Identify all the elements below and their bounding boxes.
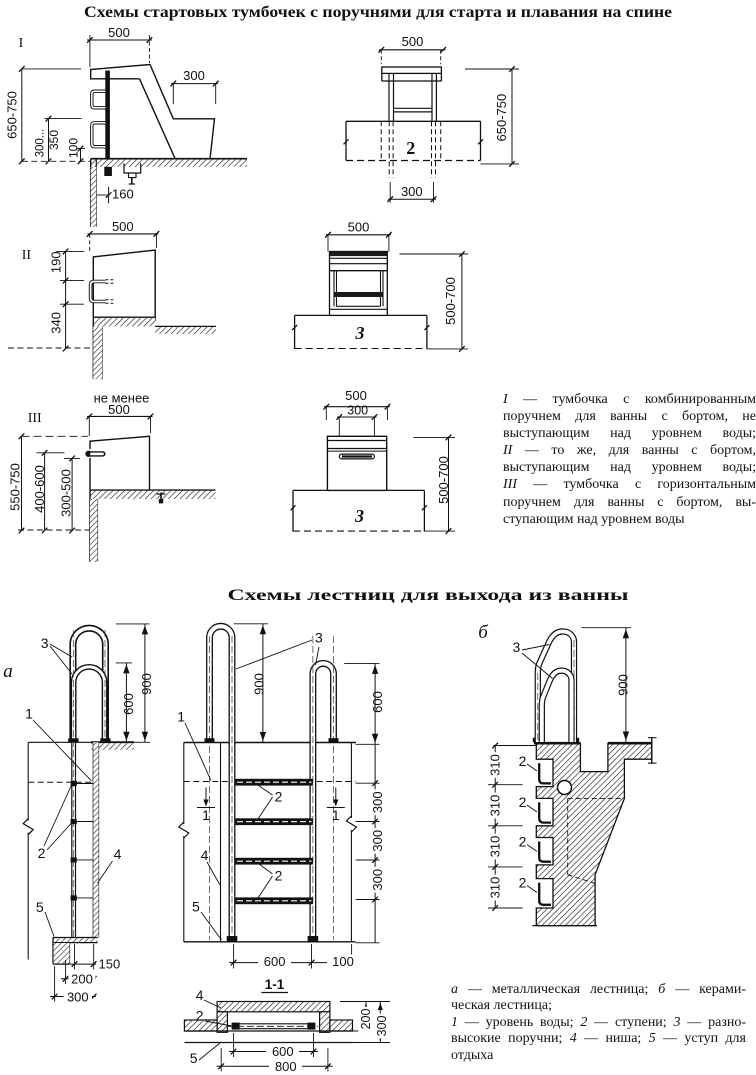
svg-text:150: 150 — [99, 957, 121, 972]
svg-text:б: б — [478, 622, 489, 643]
svg-text:I: I — [19, 36, 24, 51]
svg-text:200: 200 — [71, 972, 93, 987]
svg-text:5: 5 — [190, 1050, 198, 1066]
svg-text:II: II — [22, 248, 32, 263]
svg-text:500-700: 500-700 — [443, 277, 458, 325]
svg-text:2: 2 — [519, 834, 527, 850]
svg-text:4: 4 — [201, 847, 209, 863]
svg-text:340: 340 — [49, 312, 64, 334]
svg-text:600: 600 — [121, 693, 136, 715]
svg-text:900: 900 — [139, 673, 154, 695]
svg-text:а: а — [3, 661, 13, 682]
svg-text:310: 310 — [488, 836, 503, 858]
svg-text:4: 4 — [114, 846, 122, 862]
svg-text:300: 300 — [370, 869, 385, 891]
svg-text:100: 100 — [332, 954, 354, 969]
svg-text:300: 300 — [67, 989, 89, 1004]
svg-text:300: 300 — [401, 184, 423, 199]
svg-text:1: 1 — [25, 706, 33, 722]
svg-text:3: 3 — [513, 639, 521, 655]
svg-text:100: 100 — [67, 138, 81, 158]
svg-text:5: 5 — [192, 899, 200, 915]
svg-text:350: 350 — [47, 130, 61, 150]
svg-text:3: 3 — [41, 635, 49, 651]
svg-text:2: 2 — [196, 1008, 204, 1024]
svg-text:310: 310 — [488, 795, 503, 817]
svg-text:300-500: 300-500 — [59, 469, 74, 517]
svg-text:650-750: 650-750 — [494, 94, 509, 142]
svg-text:900: 900 — [615, 674, 630, 696]
svg-text:310: 310 — [488, 754, 503, 776]
svg-text:500: 500 — [108, 25, 130, 40]
svg-text:2: 2 — [519, 753, 527, 769]
svg-text:2: 2 — [275, 868, 283, 884]
svg-text:III: III — [28, 411, 42, 426]
svg-text:200: 200 — [359, 1009, 373, 1030]
svg-text:500: 500 — [348, 220, 370, 235]
svg-text:1: 1 — [202, 807, 210, 823]
svg-text:300: 300 — [375, 1016, 389, 1037]
svg-text:900: 900 — [252, 673, 267, 695]
svg-text:4: 4 — [196, 987, 204, 1003]
svg-text:400-600: 400-600 — [32, 465, 47, 513]
svg-text:5: 5 — [36, 899, 44, 915]
svg-text:3: 3 — [354, 506, 364, 526]
svg-text:800: 800 — [275, 1059, 297, 1074]
svg-text:600: 600 — [370, 691, 385, 713]
svg-text:2: 2 — [519, 794, 527, 810]
svg-text:160: 160 — [112, 187, 134, 202]
svg-text:2: 2 — [406, 138, 415, 158]
svg-text:550-750: 550-750 — [7, 463, 22, 511]
svg-text:300: 300 — [347, 404, 368, 418]
svg-text:500: 500 — [402, 34, 424, 49]
svg-text:650-750: 650-750 — [5, 91, 20, 139]
svg-text:300: 300 — [183, 68, 205, 83]
svg-text:2: 2 — [275, 789, 283, 805]
svg-text:190: 190 — [49, 251, 64, 273]
svg-text:3: 3 — [315, 630, 323, 646]
svg-text:Схемы лестниц для выхода из ва: Схемы лестниц для выхода из ванны — [228, 587, 629, 604]
svg-text:500: 500 — [108, 402, 130, 417]
svg-text:300: 300 — [370, 791, 385, 813]
svg-text:Схемы стартовых тумбочек с пор: Схемы стартовых тумбочек с поручнями для… — [84, 4, 672, 21]
svg-text:2: 2 — [519, 875, 527, 891]
svg-text:не менее: не менее — [94, 391, 150, 406]
svg-text:2: 2 — [38, 845, 46, 861]
svg-text:300: 300 — [370, 830, 385, 852]
svg-text:500: 500 — [112, 219, 134, 234]
svg-text:310: 310 — [488, 877, 503, 899]
svg-text:600: 600 — [264, 954, 286, 969]
svg-text:1: 1 — [177, 709, 185, 725]
svg-text:1-1: 1-1 — [265, 977, 285, 992]
svg-text:500-700: 500-700 — [436, 456, 451, 504]
svg-text:300...: 300... — [35, 129, 47, 158]
svg-text:3: 3 — [355, 323, 365, 343]
svg-text:600: 600 — [272, 1044, 294, 1059]
svg-text:1: 1 — [332, 807, 340, 823]
svg-text:500: 500 — [345, 388, 367, 403]
